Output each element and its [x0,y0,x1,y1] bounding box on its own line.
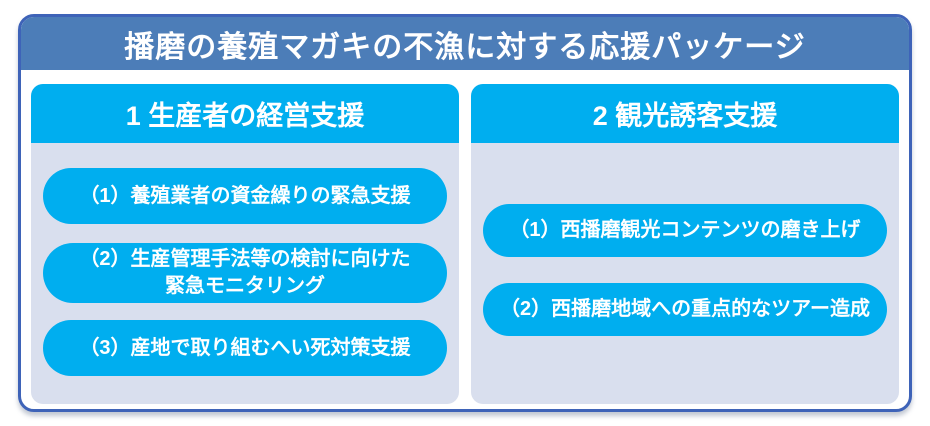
page-title: 播磨の養殖マガキの不漁に対する応援パッケージ [124,30,806,64]
panels-row: 1 生産者の経営支援 （1）養殖業者の資金繰りの緊急支援 （2）生産管理手法等の… [21,70,909,404]
panel-producer-body: （1）養殖業者の資金繰りの緊急支援 （2）生産管理手法等の検討に向けた 緊急モニ… [31,143,459,376]
panel-tourism-body: （1）西播磨観光コンテンツの磨き上げ （2）西播磨地域への重点的なツアー造成 [471,143,899,336]
panel-producer-title: 1 生産者の経営支援 [125,101,365,131]
panel-tourism-title: 2 観光誘客支援 [592,101,778,131]
list-item-producer-2: （2）生産管理手法等の検討に向けた 緊急モニタリング [43,243,447,303]
list-item-producer-3: （3）産地で取り組むへい死対策支援 [43,320,447,376]
list-item-tourism-1: （1）西播磨観光コンテンツの磨き上げ [483,204,887,257]
main-title-bar: 播磨の養殖マガキの不漁に対する応援パッケージ [21,17,909,70]
list-item-tourism-2: （2）西播磨地域への重点的なツアー造成 [483,283,887,336]
panel-producer-header: 1 生産者の経営支援 [31,84,459,143]
panel-producer-support: 1 生産者の経営支援 （1）養殖業者の資金繰りの緊急支援 （2）生産管理手法等の… [31,84,459,404]
panel-tourism-header: 2 観光誘客支援 [471,84,899,143]
support-package-card: 播磨の養殖マガキの不漁に対する応援パッケージ 1 生産者の経営支援 （1）養殖業… [18,14,912,412]
list-item-producer-1: （1）養殖業者の資金繰りの緊急支援 [43,168,447,224]
panel-tourism-support: 2 観光誘客支援 （1）西播磨観光コンテンツの磨き上げ （2）西播磨地域への重点… [471,84,899,404]
